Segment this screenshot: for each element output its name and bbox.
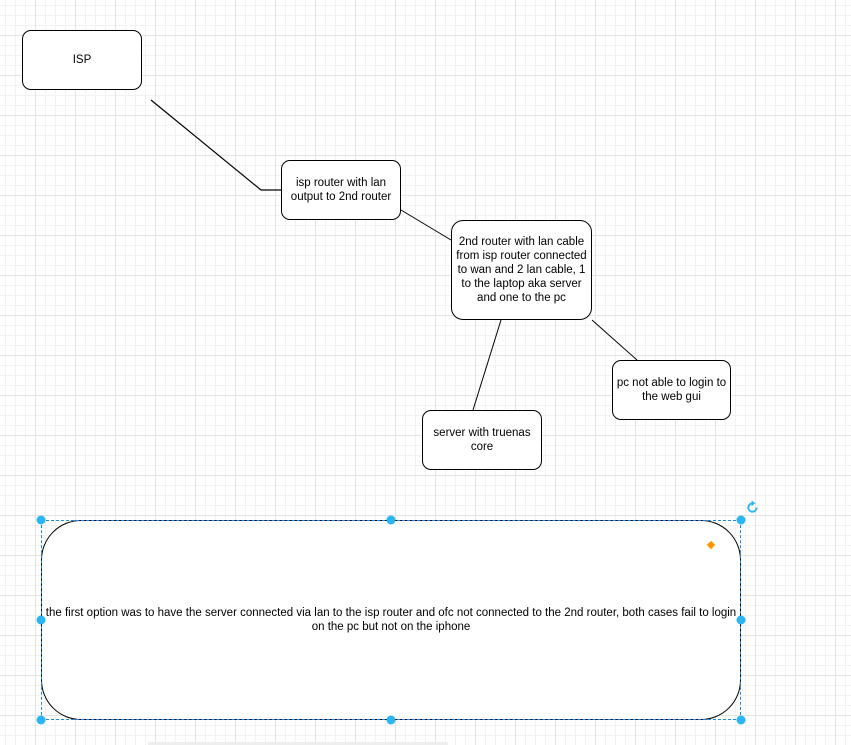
edge-second-router-to-server[interactable] (472, 319, 502, 411)
resize-handle-bottom-right[interactable] (736, 715, 746, 725)
note-shape-label: the first option was to have the server … (45, 607, 737, 633)
server-node-label: server with truenas core (433, 427, 531, 453)
second-router-node-label: 2nd router with lan cable from isp route… (456, 236, 587, 304)
note-shape[interactable]: the first option was to have the server … (41, 520, 741, 720)
isp-node[interactable]: ISP (22, 30, 142, 90)
resize-handle-right[interactable] (736, 615, 746, 625)
edge-isp-router-to-second-router[interactable] (400, 209, 452, 241)
server-node[interactable]: server with truenas core (422, 410, 542, 470)
horizontal-scrollbar[interactable] (148, 742, 448, 745)
resize-handle-top[interactable] (386, 515, 396, 525)
edge-isp-to-isp-router[interactable] (150, 99, 281, 191)
resize-handle-bottom[interactable] (386, 715, 396, 725)
resize-handle-left[interactable] (36, 615, 46, 625)
isp-node-label: ISP (72, 54, 92, 66)
resize-handle-top-right[interactable] (736, 515, 746, 525)
resize-handle-top-left[interactable] (36, 515, 46, 525)
isp-router-node[interactable]: isp router with lan output to 2nd router (281, 160, 401, 220)
isp-router-node-label: isp router with lan output to 2nd router (290, 177, 392, 203)
resize-handle-bottom-left[interactable] (36, 715, 46, 725)
rotate-icon[interactable] (745, 500, 760, 515)
edge-second-router-to-pc[interactable] (591, 319, 638, 361)
pc-node-label: pc not able to login to the web gui (616, 377, 727, 403)
pc-node[interactable]: pc not able to login to the web gui (612, 360, 731, 420)
second-router-node[interactable]: 2nd router with lan cable from isp route… (451, 220, 592, 320)
